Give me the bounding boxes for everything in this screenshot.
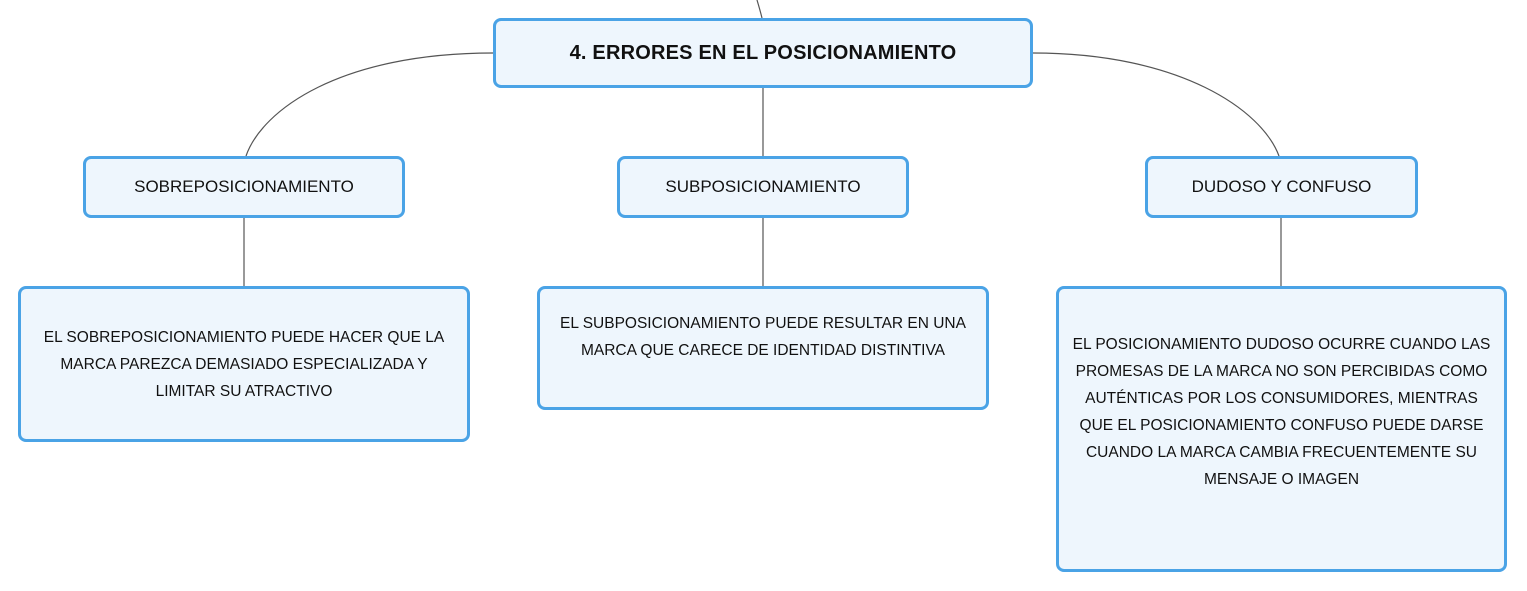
- topic-label-dudoso-y-confuso: DUDOSO Y CONFUSO: [1191, 177, 1372, 196]
- detail-text-dudoso-y-confuso: EL POSICIONAMIENTO DUDOSO OCURRE CUANDO …: [1072, 336, 1491, 488]
- topic-node-dudoso-y-confuso[interactable]: DUDOSO Y CONFUSO: [1145, 156, 1418, 218]
- topic-label-sobreposicionamiento: SOBREPOSICIONAMIENTO: [134, 177, 354, 196]
- root-to-sobreposicionamiento-connector: [245, 52, 494, 157]
- parent-connector: [756, 0, 763, 19]
- detail-node-subposicionamiento[interactable]: EL SUBPOSICIONAMIENTO PUEDE RESULTAR EN …: [537, 286, 989, 410]
- topic-node-subposicionamiento[interactable]: SUBPOSICIONAMIENTO: [617, 156, 909, 218]
- root-topic-node[interactable]: 4. ERRORES EN EL POSICIONAMIENTO: [493, 18, 1033, 88]
- detail-node-dudoso-y-confuso[interactable]: EL POSICIONAMIENTO DUDOSO OCURRE CUANDO …: [1056, 286, 1507, 572]
- detail-text-subposicionamiento: EL SUBPOSICIONAMIENTO PUEDE RESULTAR EN …: [560, 315, 966, 359]
- root-to-dudoso-connector: [1032, 52, 1280, 157]
- topic-label-subposicionamiento: SUBPOSICIONAMIENTO: [665, 177, 861, 196]
- detail-node-sobreposicionamiento[interactable]: EL SOBREPOSICIONAMIENTO PUEDE HACER QUE …: [18, 286, 470, 442]
- topic-node-sobreposicionamiento[interactable]: SOBREPOSICIONAMIENTO: [83, 156, 405, 218]
- detail-text-sobreposicionamiento: EL SOBREPOSICIONAMIENTO PUEDE HACER QUE …: [43, 328, 445, 400]
- root-topic-label: 4. ERRORES EN EL POSICIONAMIENTO: [569, 41, 957, 64]
